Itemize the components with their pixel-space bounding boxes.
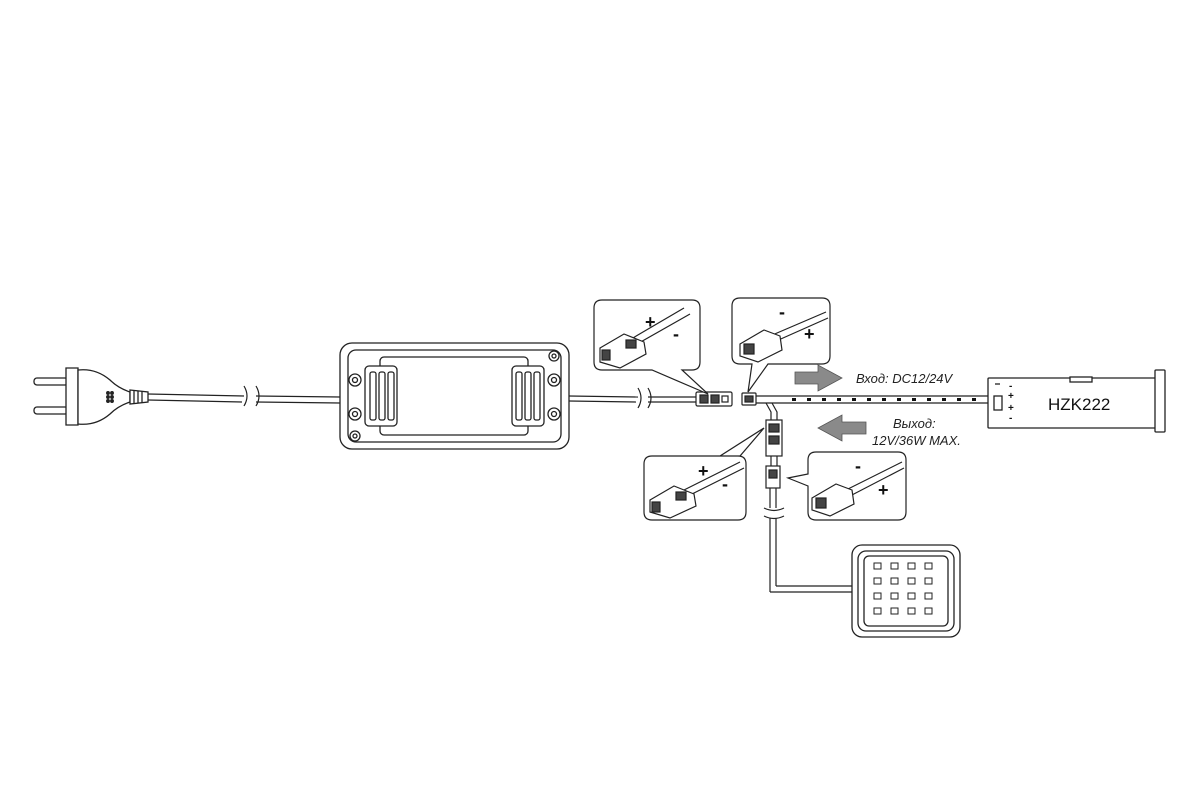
led-dot xyxy=(822,398,826,401)
led-dot xyxy=(792,398,796,401)
mains-cable xyxy=(147,385,341,407)
power-supply xyxy=(339,342,570,450)
panel-led xyxy=(890,562,899,570)
input-arrow-icon xyxy=(794,364,843,392)
panel-led xyxy=(890,607,899,615)
panel-led xyxy=(907,592,916,600)
panel-led xyxy=(873,577,882,585)
switch-plus-sign: + xyxy=(1008,391,1014,402)
callout-female-socket xyxy=(731,297,831,393)
led-dot xyxy=(942,398,946,401)
output-label-line2: 12V/36W MAX. xyxy=(872,433,961,448)
callout3-minus-sign: - xyxy=(722,474,728,494)
panel-led xyxy=(924,607,933,615)
model-label: HZK222 xyxy=(1048,395,1110,414)
male-connector xyxy=(695,391,733,407)
callout-male-plug xyxy=(593,299,709,395)
screw-icon xyxy=(348,350,561,442)
panel-led xyxy=(907,607,916,615)
callout2-minus-sign: - xyxy=(779,302,785,322)
callout-female-socket-lower xyxy=(785,451,907,521)
callout1-plus-sign: + xyxy=(645,312,656,332)
panel-led xyxy=(890,592,899,600)
branch-cable xyxy=(763,402,858,593)
output-label-line1: Выход: xyxy=(893,416,936,431)
input-label: Вход: DC12/24V xyxy=(856,371,954,386)
led-dot xyxy=(867,398,871,401)
left-cable-clamp xyxy=(364,365,398,427)
dc-cable xyxy=(568,387,696,409)
led-panel-light xyxy=(851,544,961,638)
led-dot xyxy=(837,398,841,401)
callout3-plus-sign: + xyxy=(698,461,709,481)
callout2-plus-sign: + xyxy=(804,324,815,344)
output-arrow-icon xyxy=(817,414,867,442)
led-dot xyxy=(957,398,961,401)
led-dot xyxy=(927,398,931,401)
panel-led xyxy=(924,562,933,570)
panel-led xyxy=(924,577,933,585)
sensor-switch xyxy=(987,369,1166,433)
led-dot xyxy=(897,398,901,401)
plug-icon xyxy=(33,367,149,426)
panel-led xyxy=(873,592,882,600)
panel-led xyxy=(873,562,882,570)
switch-plus-sign: + xyxy=(1008,403,1014,414)
led-dots xyxy=(792,398,976,401)
switch-minus-sign: - xyxy=(1009,381,1012,392)
callout4-minus-sign: - xyxy=(855,456,861,476)
led-dot xyxy=(972,398,976,401)
panel-led xyxy=(907,562,916,570)
callout-male-plug-lower xyxy=(643,427,765,521)
panel-led xyxy=(924,592,933,600)
panel-led xyxy=(890,577,899,585)
panel-led xyxy=(873,607,882,615)
led-dot xyxy=(852,398,856,401)
led-dot xyxy=(912,398,916,401)
led-dot xyxy=(882,398,886,401)
callout4-plus-sign: + xyxy=(878,480,889,500)
right-cable-clamp xyxy=(511,365,545,427)
switch-minus-sign: - xyxy=(1009,413,1012,424)
panel-led-grid xyxy=(873,562,933,615)
female-connector xyxy=(741,392,757,406)
led-cable xyxy=(756,395,988,404)
callout1-minus-sign: - xyxy=(673,324,679,344)
led-dot xyxy=(807,398,811,401)
panel-led xyxy=(907,577,916,585)
